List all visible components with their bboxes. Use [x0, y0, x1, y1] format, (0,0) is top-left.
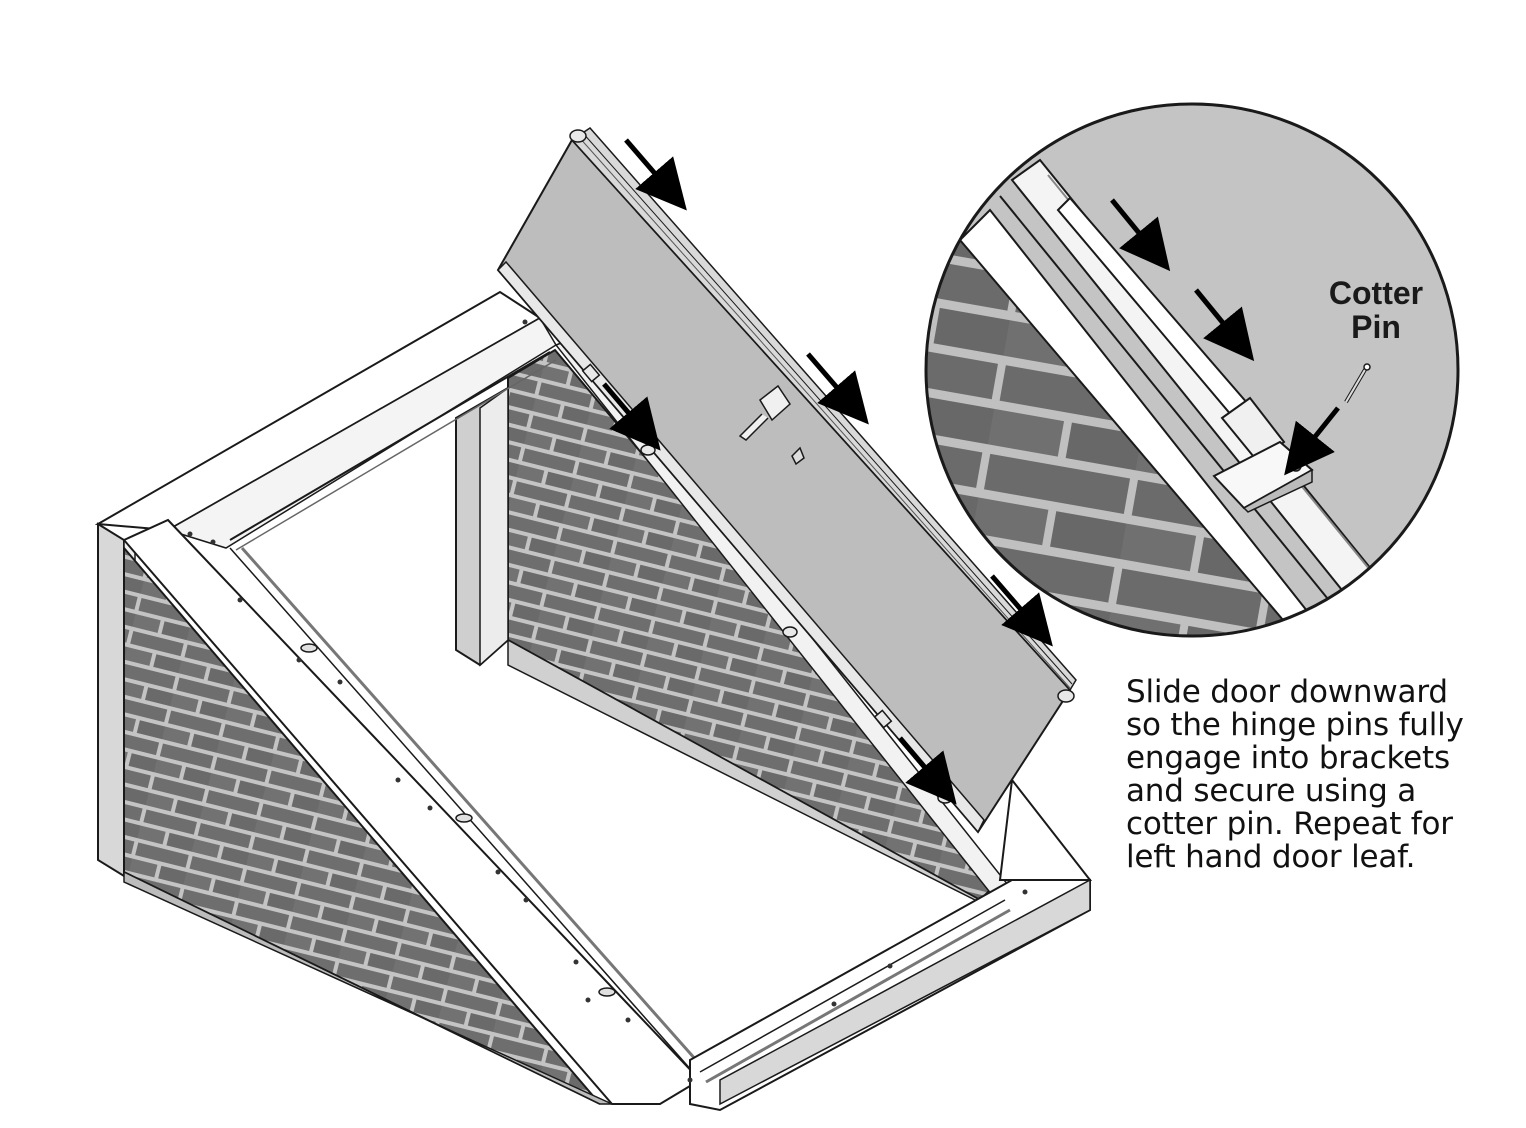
slide-direction-arrows — [602, 138, 1053, 805]
callout-label-line1: Cotter — [1329, 275, 1423, 311]
zoom-arrow-3 — [1284, 406, 1340, 476]
cotter-pin — [1344, 363, 1371, 404]
left-hinge-brackets — [300, 643, 616, 997]
arrow-2 — [806, 352, 869, 425]
left-sloped-stile — [122, 518, 702, 1105]
zoom-arrow-1 — [1110, 198, 1171, 272]
arrow-5 — [898, 736, 957, 805]
arrow-4 — [602, 382, 661, 451]
detail-zoom-circle: Cotter Pin — [924, 102, 1460, 638]
callout-label-line2: Pin — [1351, 309, 1401, 345]
arrow-3 — [990, 574, 1053, 647]
arrow-1 — [624, 138, 687, 211]
left-end-slab — [97, 522, 125, 878]
door-handle — [738, 384, 805, 466]
instruction-text: Slide door downward so the hinge pins fu… — [1126, 674, 1464, 875]
zoom-arrow-2 — [1194, 288, 1255, 362]
bulkhead-assembly — [94, 127, 1093, 1112]
fasteners — [187, 319, 1028, 1083]
